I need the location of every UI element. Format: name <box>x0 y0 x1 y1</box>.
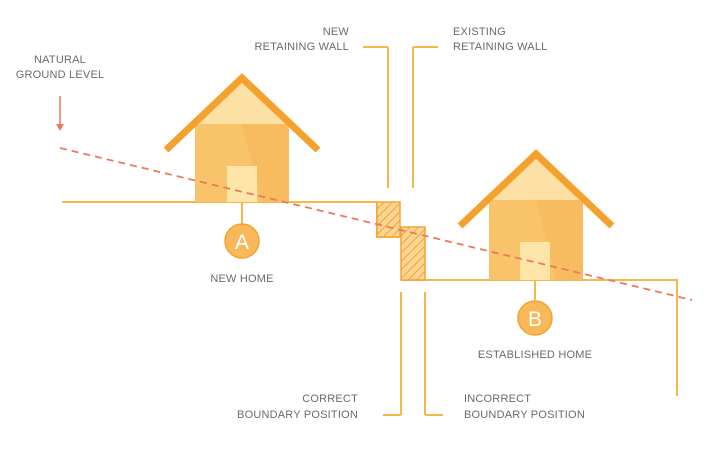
house-a-door <box>227 166 257 202</box>
house-b-roof <box>457 149 615 229</box>
badge-a: A <box>224 223 260 259</box>
house-a-roof <box>163 73 321 153</box>
incorrect-boundary-label-1: INCORRECT <box>464 393 531 405</box>
labels: NATURAL GROUND LEVEL NEW RETAINING WALL … <box>16 26 592 421</box>
natural-ground-arrow <box>56 96 64 131</box>
house-b-door <box>520 242 550 280</box>
upper-ground-line <box>62 201 678 396</box>
existing-wall-label-2: RETAINING WALL <box>453 41 547 53</box>
house-a-gable <box>195 80 289 124</box>
arrow-head-icon <box>56 124 64 131</box>
established-home-label: ESTABLISHED HOME <box>478 349 592 361</box>
house-a-shade <box>242 124 289 202</box>
new-retaining-wall <box>376 201 401 238</box>
badge-b: B <box>517 300 553 336</box>
badge-a-letter: A <box>235 231 249 254</box>
new-home-label: NEW HOME <box>210 273 273 285</box>
correct-boundary-label-2: BOUNDARY POSITION <box>237 409 358 421</box>
natural-ground-level-line <box>59 147 693 301</box>
badge-b-letter: B <box>528 308 542 331</box>
existing-wall-label-1: EXISTING <box>453 26 506 38</box>
natural-ground-label-2: GROUND LEVEL <box>16 69 105 81</box>
correct-boundary-label-1: CORRECT <box>302 393 358 405</box>
incorrect-boundary-label-2: BOUNDARY POSITION <box>464 409 585 421</box>
house-b <box>457 149 615 280</box>
existing-retaining-wall <box>400 226 426 281</box>
natural-ground-label-1: NATURAL <box>34 54 86 66</box>
house-b-gable <box>489 156 583 200</box>
new-wall-label-1: NEW <box>323 26 350 38</box>
badge-a-circle <box>224 223 260 259</box>
badge-b-circle <box>517 300 553 336</box>
new-wall-label-2: RETAINING WALL <box>255 41 349 53</box>
house-b-shade <box>536 200 583 280</box>
house-a <box>163 73 321 202</box>
